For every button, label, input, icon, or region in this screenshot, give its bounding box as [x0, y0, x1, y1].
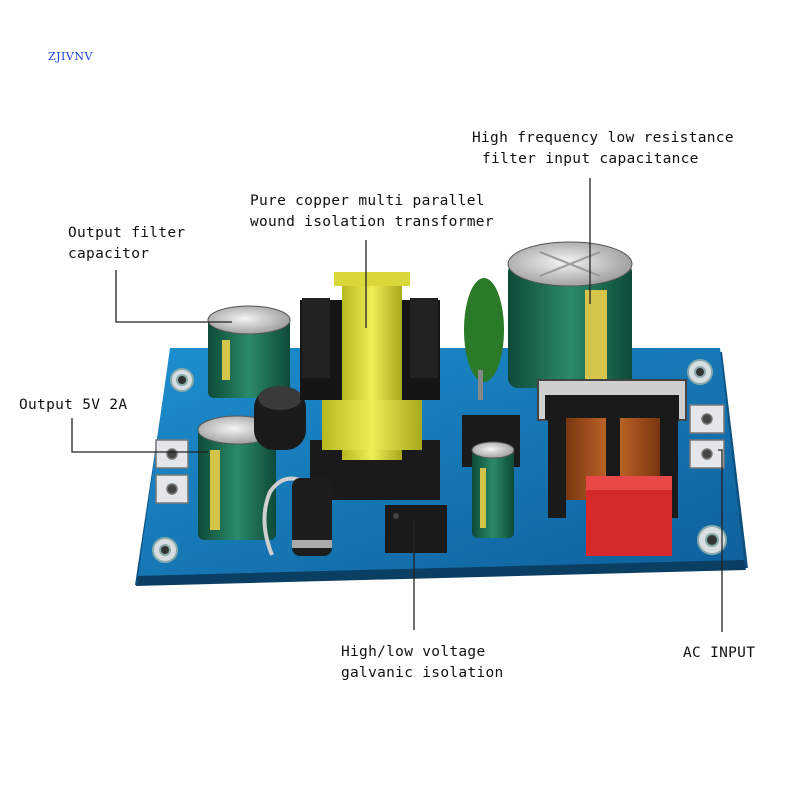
- y-capacitor: [464, 278, 504, 400]
- mounting-holes: [152, 359, 727, 563]
- brand-watermark: ZJIVNV: [48, 50, 93, 63]
- callout-transformer: Pure copper multi parallel wound isolati…: [250, 193, 494, 230]
- output-terminal-pads: [155, 439, 189, 504]
- ac-input-pads: [689, 404, 725, 469]
- diode: [262, 476, 332, 556]
- optocoupler: [385, 505, 447, 553]
- callout-output-spec: Output 5V 2A: [19, 397, 128, 413]
- input-filter-capacitor: [507, 241, 633, 388]
- small-capacitor: [471, 441, 515, 538]
- callout-output-filter-capacitor: Output filter capacitor: [68, 225, 186, 262]
- callout-ac-input: AC INPUT: [683, 645, 756, 661]
- callout-input-capacitance: High frequency low resistance filter inp…: [472, 130, 734, 167]
- callout-galvanic-isolation: High/low voltage galvanic isolation: [341, 644, 504, 681]
- output-filter-capacitor: [207, 305, 291, 398]
- x-capacitor: [586, 476, 672, 556]
- output-inductor: [254, 386, 306, 450]
- callout-lines: [71, 178, 723, 632]
- isolation-transformer: [300, 272, 440, 500]
